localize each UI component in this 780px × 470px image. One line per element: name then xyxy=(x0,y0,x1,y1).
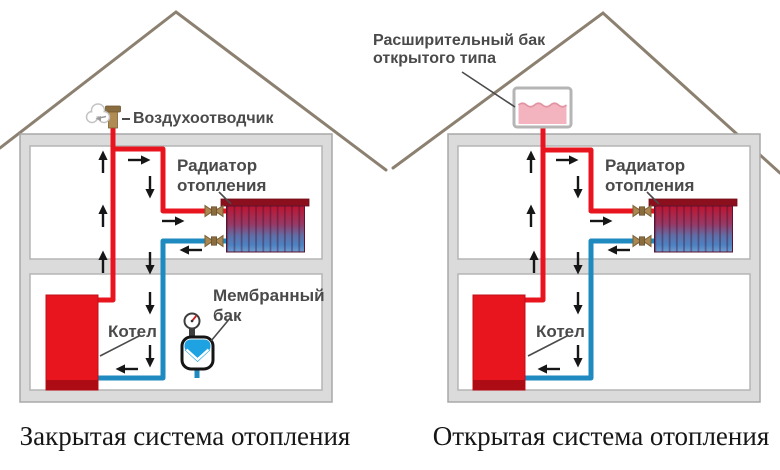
right-hot-riser-pipe xyxy=(524,126,546,303)
right-house xyxy=(391,11,780,403)
air-vent-label: Воздухоотводчик xyxy=(133,110,274,127)
left-radiator-label: Радиатор отопления xyxy=(177,156,267,195)
left-boiler xyxy=(45,294,99,391)
left-boiler-label: Котел xyxy=(108,322,157,341)
membrane-tank-label: Мембранный бак xyxy=(213,286,325,325)
left-hot-supply-pipe xyxy=(113,146,226,214)
radiator-valve-icon xyxy=(204,235,224,247)
left-system-caption: Закрытая система отопления xyxy=(19,421,351,451)
right-house-roof xyxy=(391,11,780,175)
membrane-tank-pointer-line xyxy=(210,316,232,342)
right-hot-supply-pipe xyxy=(543,147,654,214)
expansion-tank xyxy=(512,86,573,129)
radiator-pointer-line xyxy=(218,191,232,205)
left-radiator xyxy=(220,198,310,253)
radiator-valve-icon xyxy=(632,235,652,247)
right-radiator-label: Радиатор отопления xyxy=(605,156,695,195)
right-return-pipe xyxy=(524,238,654,381)
left-house-roof xyxy=(0,10,388,172)
right-boiler xyxy=(472,294,526,391)
left-house xyxy=(0,10,388,403)
expansion-tank-label: Расширительный бак открытого типа xyxy=(373,32,546,68)
membrane-tank xyxy=(180,335,215,371)
radiator-valve-icon xyxy=(204,205,224,217)
pressure-gauge-icon xyxy=(183,312,201,338)
expansion-tank-pointer-line xyxy=(461,71,516,108)
right-boiler-label: Котел xyxy=(536,322,585,341)
radiator-pointer-line xyxy=(646,191,660,205)
left-return-pipe xyxy=(96,238,226,381)
left-hot-riser-pipe xyxy=(96,127,116,303)
right-radiator xyxy=(648,198,738,253)
boiler-pointer-line xyxy=(99,335,140,357)
steam-cloud-icon xyxy=(85,103,111,124)
boiler-pointer-line xyxy=(527,335,568,357)
right-system-caption: Открытая система отопления xyxy=(432,421,770,451)
radiator-valve-icon xyxy=(632,205,652,217)
